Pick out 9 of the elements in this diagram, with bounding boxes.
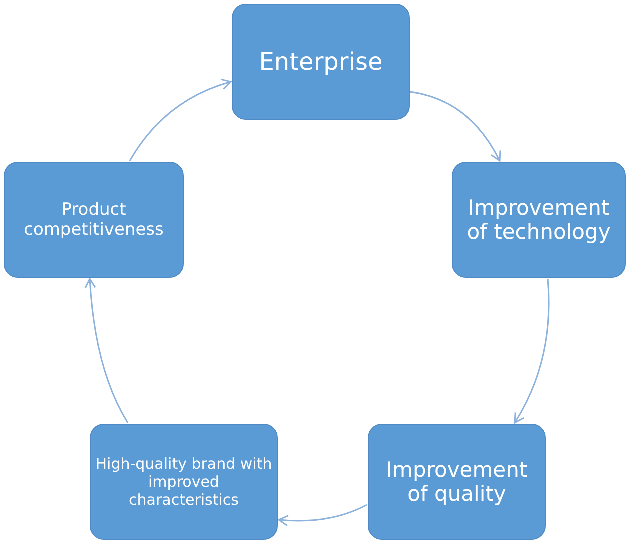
process-box: Improvement of technology	[452, 162, 626, 278]
process-box: Product competitiveness	[4, 162, 184, 278]
curved-arrow	[514, 278, 550, 424]
process-box: Enterprise	[232, 4, 410, 120]
curved-arrow	[410, 91, 501, 162]
curved-arrow	[278, 504, 368, 526]
process-box: Improvement of quality	[368, 424, 546, 540]
process-box: High-quality brand with improved characteristics	[90, 424, 278, 540]
curved-arrow	[84, 278, 129, 424]
